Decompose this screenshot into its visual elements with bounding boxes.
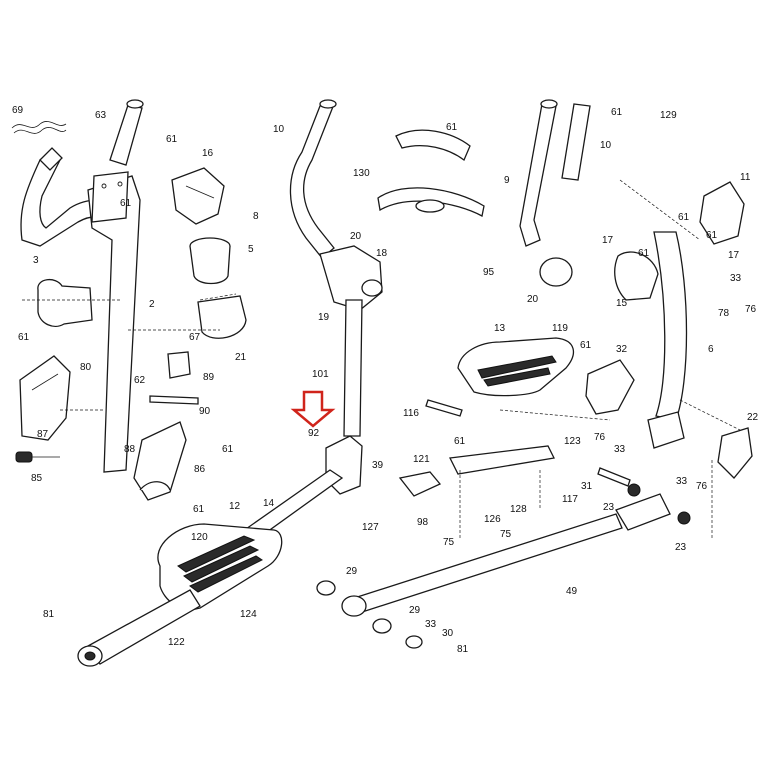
part-label-9: 9 <box>504 175 510 186</box>
part-label-75: 75 <box>500 529 512 540</box>
part-label-85: 85 <box>31 473 43 484</box>
part-label-61: 61 <box>454 436 466 447</box>
part-label-117: 117 <box>562 494 578 505</box>
part-label-32: 32 <box>616 344 628 355</box>
part-label-78: 78 <box>718 308 730 319</box>
part-label-123: 123 <box>564 436 581 447</box>
part-label-76: 76 <box>594 432 606 443</box>
part-label-76: 76 <box>745 304 757 315</box>
part-label-39: 39 <box>372 460 384 471</box>
part-label-15: 15 <box>616 298 628 309</box>
part-label-129: 129 <box>660 110 677 121</box>
part-label-18: 18 <box>376 248 388 259</box>
part-label-20: 20 <box>350 231 362 242</box>
part-label-8: 8 <box>253 211 259 222</box>
part-label-61: 61 <box>18 332 30 343</box>
part-label-61: 61 <box>120 198 132 209</box>
footpad-ribs <box>477 355 557 387</box>
part-label-126: 126 <box>484 514 501 525</box>
part-label-63: 63 <box>95 110 107 121</box>
part-label-33: 33 <box>730 273 742 284</box>
part-label-22: 22 <box>747 412 759 423</box>
part-label-130: 130 <box>353 168 370 179</box>
part-label-90: 90 <box>199 406 211 417</box>
part-label-19: 19 <box>318 312 330 323</box>
part-label-69: 69 <box>12 105 24 116</box>
part-label-5: 5 <box>248 244 254 255</box>
part-label-80: 80 <box>80 362 92 373</box>
part-label-33: 33 <box>425 619 437 630</box>
part-label-49: 49 <box>566 586 578 597</box>
part-label-23: 23 <box>675 542 687 553</box>
part-label-10: 10 <box>273 124 285 135</box>
part-label-122: 122 <box>168 637 185 648</box>
part-label-2: 2 <box>149 299 155 310</box>
part-label-21: 21 <box>235 352 247 363</box>
part-label-116: 116 <box>403 408 419 419</box>
part-label-61: 61 <box>166 134 178 145</box>
part-label-11: 11 <box>740 172 751 183</box>
part-label-81: 81 <box>43 609 55 620</box>
part-label-95: 95 <box>483 267 495 278</box>
part-label-10: 10 <box>600 140 612 151</box>
part-label-13: 13 <box>494 323 506 334</box>
assembly-guides <box>22 179 741 540</box>
part-label-92: 92 <box>308 428 320 439</box>
part-label-3: 3 <box>33 255 39 266</box>
part-label-16: 16 <box>202 148 214 159</box>
part-label-75: 75 <box>443 537 455 548</box>
part-label-61: 61 <box>446 122 458 133</box>
highlight-arrow-icon <box>290 390 336 428</box>
part-label-33: 33 <box>614 444 626 455</box>
part-label-124: 124 <box>240 609 257 620</box>
part-label-89: 89 <box>203 372 215 383</box>
part-label-62: 62 <box>134 375 146 386</box>
part-label-33: 33 <box>676 476 688 487</box>
part-label-88: 88 <box>124 444 136 455</box>
part-label-128: 128 <box>510 504 527 515</box>
part-label-29: 29 <box>409 605 421 616</box>
part-label-86: 86 <box>194 464 206 475</box>
part-label-121: 121 <box>413 454 430 465</box>
part-label-23: 23 <box>603 502 615 513</box>
part-label-120: 120 <box>191 532 208 543</box>
part-label-17: 17 <box>602 235 614 246</box>
part-label-17: 17 <box>728 250 740 261</box>
part-label-61: 61 <box>678 212 690 223</box>
part-label-81: 81 <box>457 644 469 655</box>
part-label-14: 14 <box>263 498 275 509</box>
part-label-87: 87 <box>37 429 49 440</box>
part-label-61: 61 <box>193 504 205 515</box>
part-label-20: 20 <box>527 294 539 305</box>
part-label-61: 61 <box>706 230 718 241</box>
part-label-30: 30 <box>442 628 454 639</box>
part-label-61: 61 <box>222 444 234 455</box>
part-label-12: 12 <box>229 501 241 512</box>
part-label-127: 127 <box>362 522 379 533</box>
part-label-29: 29 <box>346 566 358 577</box>
part-label-67: 67 <box>189 332 201 343</box>
part-label-119: 119 <box>552 323 568 334</box>
part-label-101: 101 <box>312 369 329 380</box>
center-arm-assembly <box>77 99 383 667</box>
part-label-98: 98 <box>417 517 429 528</box>
part-label-61: 61 <box>580 340 592 351</box>
right-upright-assembly <box>316 99 753 649</box>
part-label-76: 76 <box>696 481 708 492</box>
pedal-ribs <box>177 535 263 593</box>
part-label-61: 61 <box>638 248 650 259</box>
part-label-6: 6 <box>708 344 714 355</box>
part-label-61: 61 <box>611 107 623 118</box>
part-label-31: 31 <box>581 481 593 492</box>
left-upright-assembly <box>11 99 247 501</box>
